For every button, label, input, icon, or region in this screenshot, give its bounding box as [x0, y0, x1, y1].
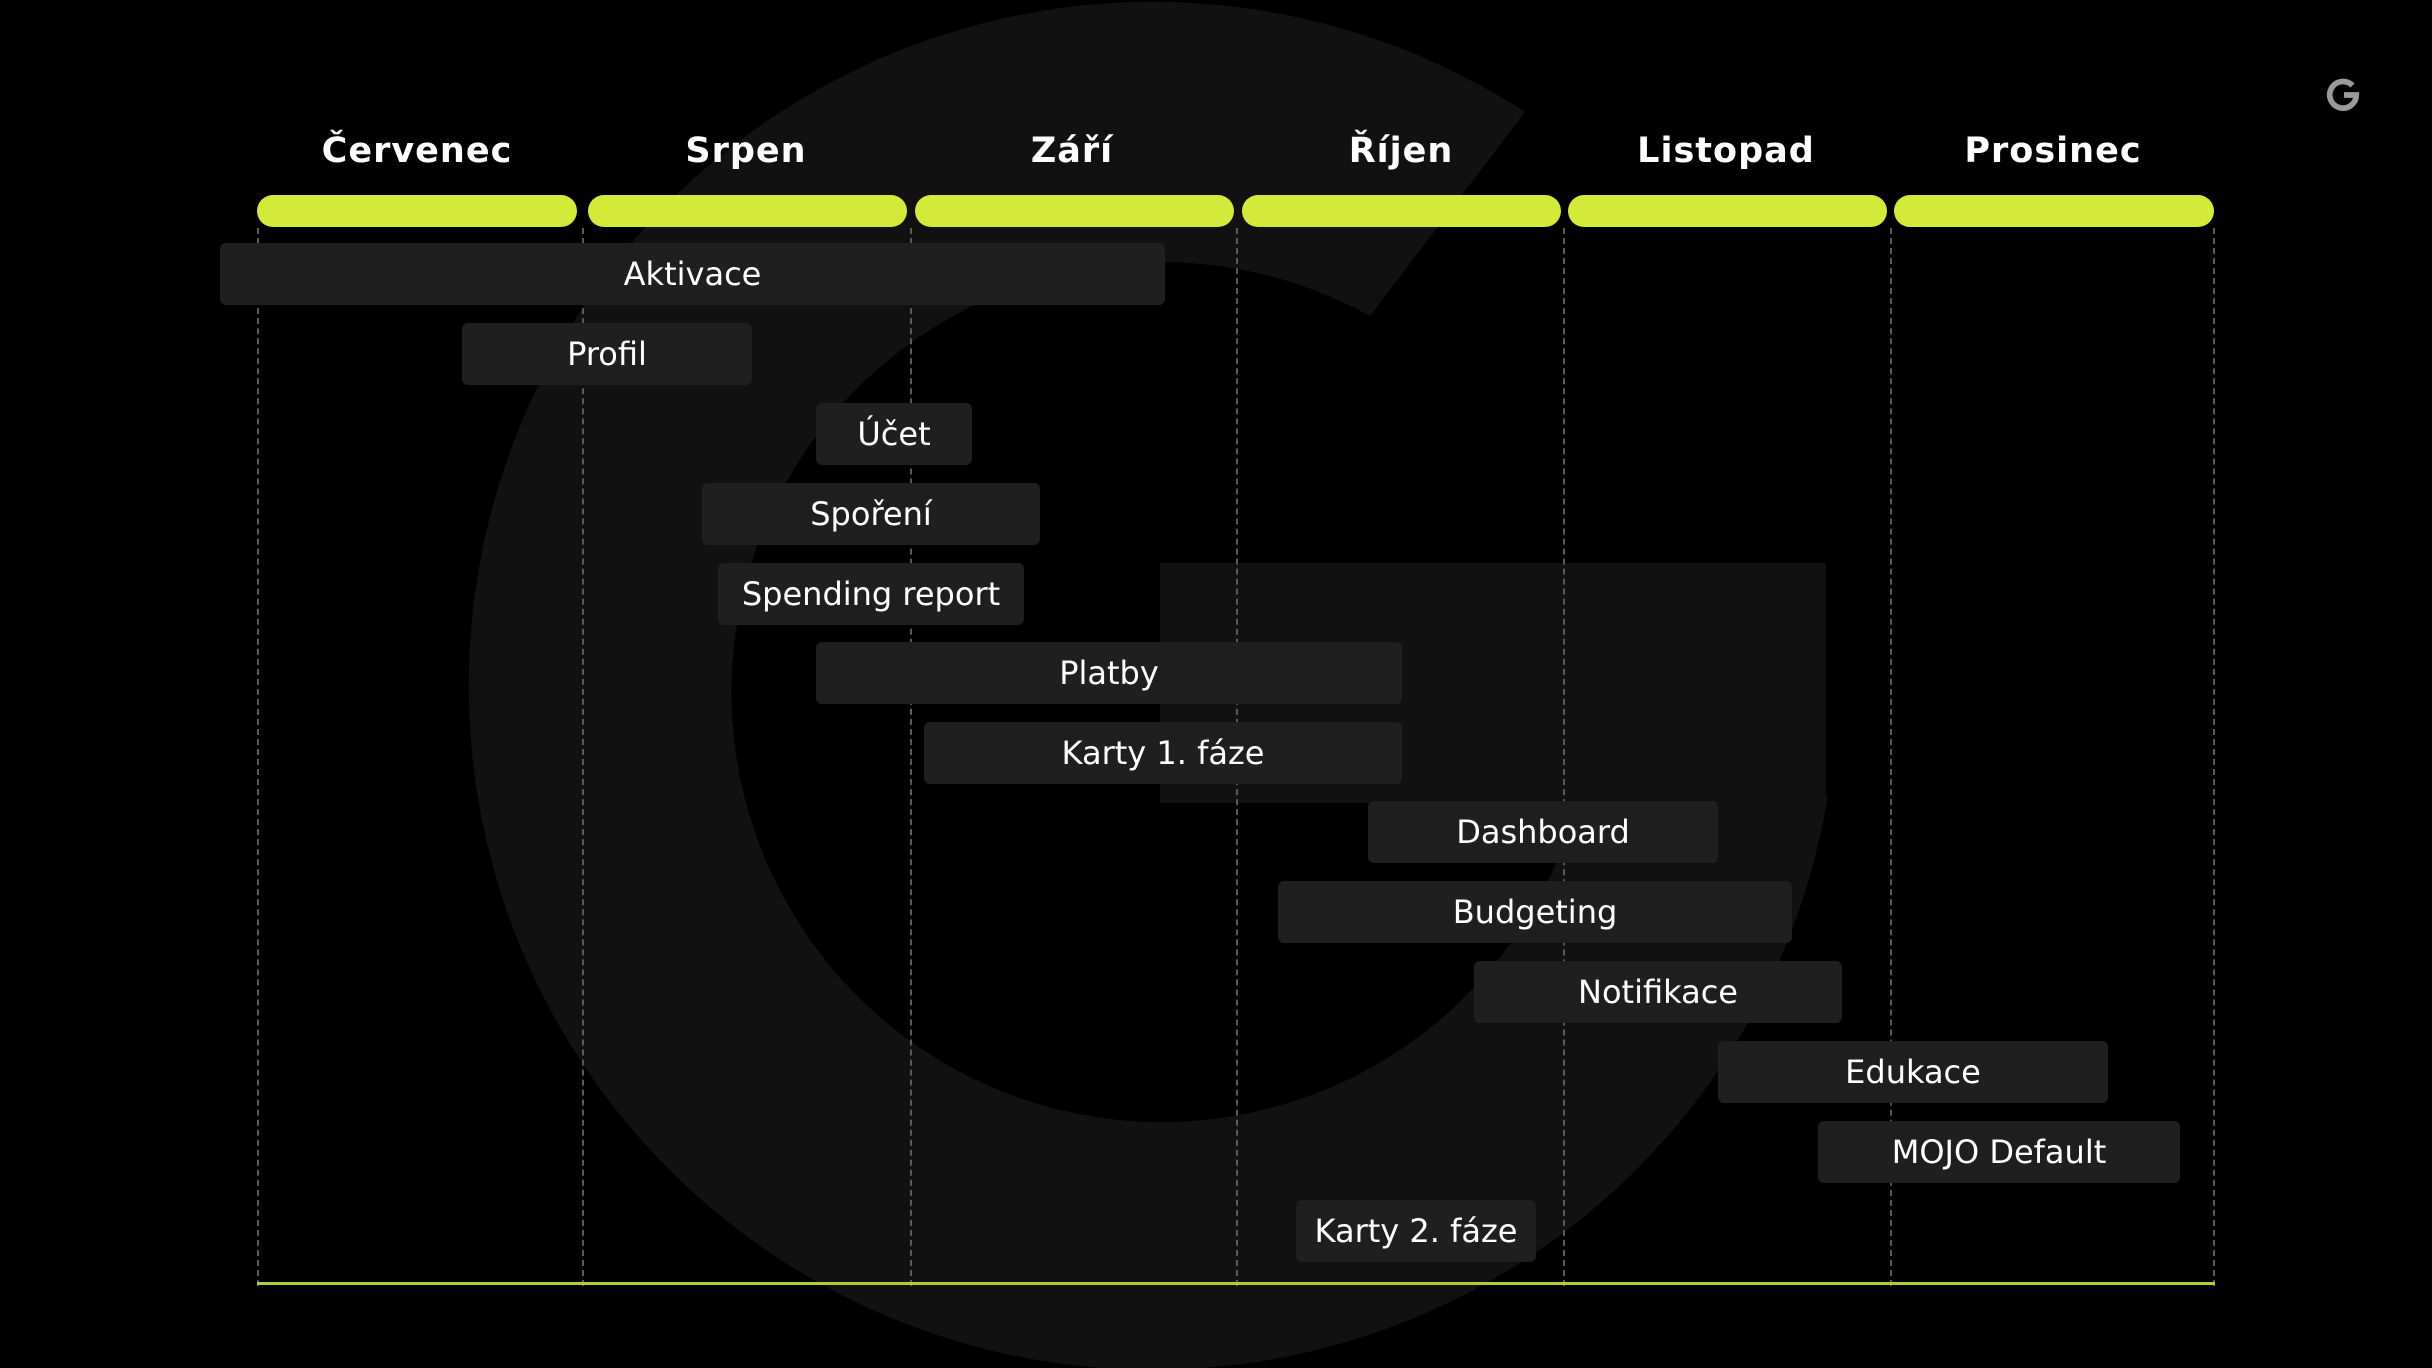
- month-bar-listopad: [1568, 195, 1887, 227]
- task-dashboard: Dashboard: [1368, 801, 1718, 863]
- month-label-srpen: Srpen: [685, 131, 807, 171]
- month-label-listopad: Listopad: [1637, 131, 1815, 171]
- month-label-rijen: Říjen: [1348, 131, 1454, 171]
- month-divider: [910, 228, 912, 1286]
- month-divider: [582, 228, 584, 1286]
- timeline-baseline: [257, 1282, 2215, 1285]
- task-profil: Profil: [462, 323, 752, 385]
- task-spending-report: Spending report: [718, 563, 1024, 625]
- task-notifikace: Notifikace: [1474, 961, 1842, 1023]
- month-bar-cervenec: [257, 195, 577, 227]
- month-bar-prosinec: [1894, 195, 2214, 227]
- task-aktivace: Aktivace: [220, 243, 1165, 305]
- month-label-zari: Září: [1030, 131, 1114, 171]
- month-bar-zari: [915, 195, 1234, 227]
- task-budgeting: Budgeting: [1278, 881, 1792, 943]
- task-edukace: Edukace: [1718, 1041, 2108, 1103]
- month-bar-srpen: [588, 195, 907, 227]
- month-label-prosinec: Prosinec: [1964, 131, 2142, 171]
- month-divider: [1890, 228, 1892, 1286]
- month-label-cervenec: Červenec: [321, 131, 513, 171]
- task-karty-1-faze: Karty 1. fáze: [924, 722, 1402, 784]
- task-karty-2-faze: Karty 2. fáze: [1296, 1200, 1536, 1262]
- task-ucet: Účet: [816, 403, 972, 465]
- month-divider: [257, 228, 259, 1286]
- month-divider: [2213, 228, 2215, 1286]
- month-bar-rijen: [1242, 195, 1561, 227]
- brand-logo-icon: [2326, 78, 2360, 111]
- task-platby: Platby: [816, 642, 1402, 704]
- month-divider: [1563, 228, 1565, 1286]
- task-sporeni: Spoření: [702, 483, 1040, 545]
- task-mojo-default: MOJO Default: [1818, 1121, 2180, 1183]
